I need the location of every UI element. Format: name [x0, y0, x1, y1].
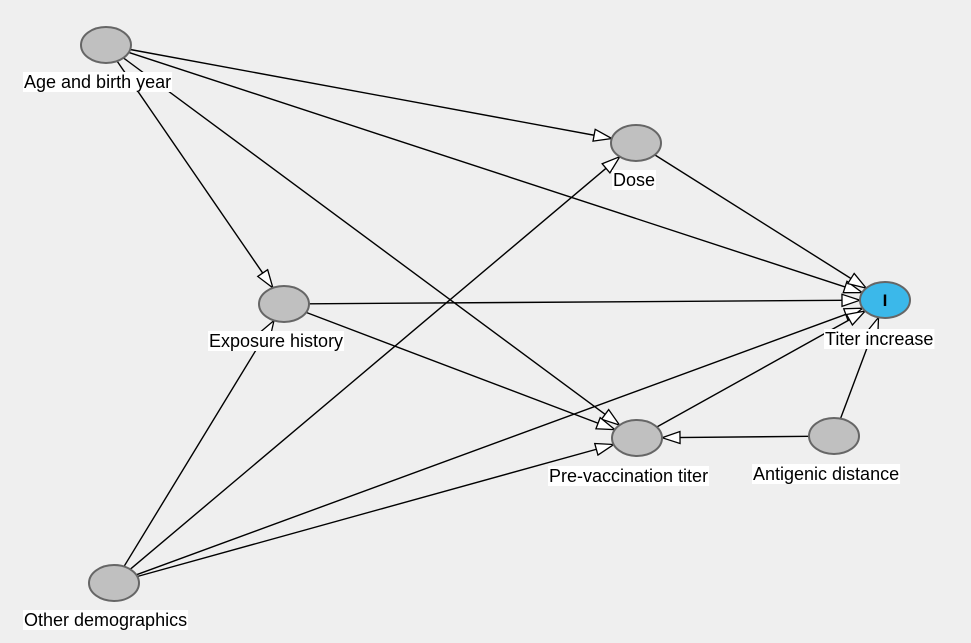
node-titer-label: Titer increase: [825, 329, 933, 349]
nodes-layer: I: [80, 26, 911, 602]
edge-exposure-to-titer: [308, 300, 860, 304]
edge-other-to-dose: [129, 157, 620, 570]
node-antigenic[interactable]: [808, 417, 860, 455]
node-antigenic-ellipse[interactable]: [808, 417, 860, 455]
node-dose-label: Dose: [613, 170, 655, 190]
label-background: [824, 329, 935, 349]
node-age-label-group: Age and birth year: [23, 72, 173, 92]
edge-other-to-titer: [136, 308, 862, 576]
node-titer-label-group: Titer increase: [824, 329, 935, 349]
edge-age-to-dose: [130, 48, 612, 139]
node-exposure[interactable]: [258, 285, 310, 323]
node-exposure-label: Exposure history: [209, 331, 343, 351]
label-background: [612, 170, 656, 190]
node-titer[interactable]: I: [859, 281, 911, 319]
edges-layer: [116, 48, 878, 578]
node-antigenic-label: Antigenic distance: [753, 464, 899, 484]
label-background: [208, 331, 345, 351]
node-age-label: Age and birth year: [24, 72, 171, 92]
edge-other-to-prevac: [137, 445, 613, 578]
node-other-ellipse[interactable]: [88, 564, 140, 602]
node-titer-ellipse[interactable]: [859, 281, 911, 319]
node-antigenic-label-group: Antigenic distance: [752, 464, 901, 484]
node-dose-ellipse[interactable]: [610, 124, 662, 162]
node-age-ellipse[interactable]: [80, 26, 132, 64]
label-background: [23, 72, 173, 92]
node-dose[interactable]: [610, 124, 662, 162]
edge-dose-to-titer: [654, 154, 866, 288]
edge-age-to-exposure: [116, 60, 273, 288]
node-exposure-ellipse[interactable]: [258, 285, 310, 323]
node-exposure-label-group: Exposure history: [208, 331, 345, 351]
node-other-label-group: Other demographics: [23, 610, 189, 630]
node-prevac[interactable]: [611, 419, 663, 457]
edge-age-to-titer: [128, 51, 862, 292]
label-background: [23, 610, 189, 630]
node-prevac-label: Pre-vaccination titer: [549, 466, 708, 486]
outcome-marker: I: [883, 291, 888, 310]
edge-other-to-exposure: [123, 321, 274, 567]
node-age[interactable]: [80, 26, 132, 64]
edge-age-to-prevac: [122, 57, 619, 425]
node-prevac-label-group: Pre-vaccination titer: [548, 466, 710, 486]
label-background: [548, 466, 710, 486]
node-prevac-ellipse[interactable]: [611, 419, 663, 457]
node-other-label: Other demographics: [24, 610, 187, 630]
node-other[interactable]: [88, 564, 140, 602]
edge-antigenic-to-prevac: [662, 436, 810, 437]
edge-exposure-to-prevac: [305, 311, 615, 429]
node-dose-label-group: Dose: [612, 170, 656, 190]
label-background: [752, 464, 901, 484]
